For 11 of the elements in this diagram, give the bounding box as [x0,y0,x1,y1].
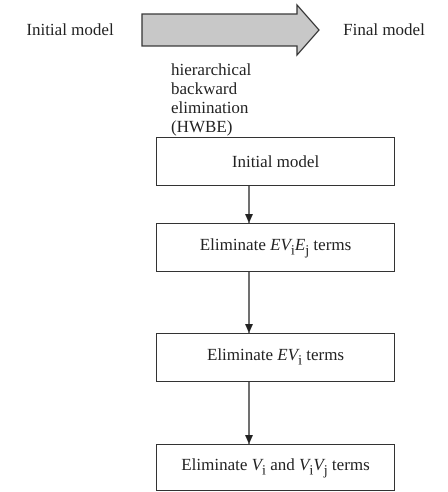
arrow [245,186,253,223]
arrow [245,382,253,444]
arrow [245,272,253,333]
block-arrow [141,3,320,57]
process-box: Eliminate V$_{i}$ and V$_{i}$V$_{j}$ terms [156,444,395,491]
model-label: Initial model [4,14,136,46]
process-box: Eliminate EV$_{i}$ terms [156,333,395,382]
process-box: Initial model [156,137,395,186]
model-label: Final model [321,14,447,46]
process-box: Eliminate EV$_{i}$E$_{j}$ terms [156,223,395,272]
edge-label: hierarchical backward elimination (HWBE) [171,60,252,136]
